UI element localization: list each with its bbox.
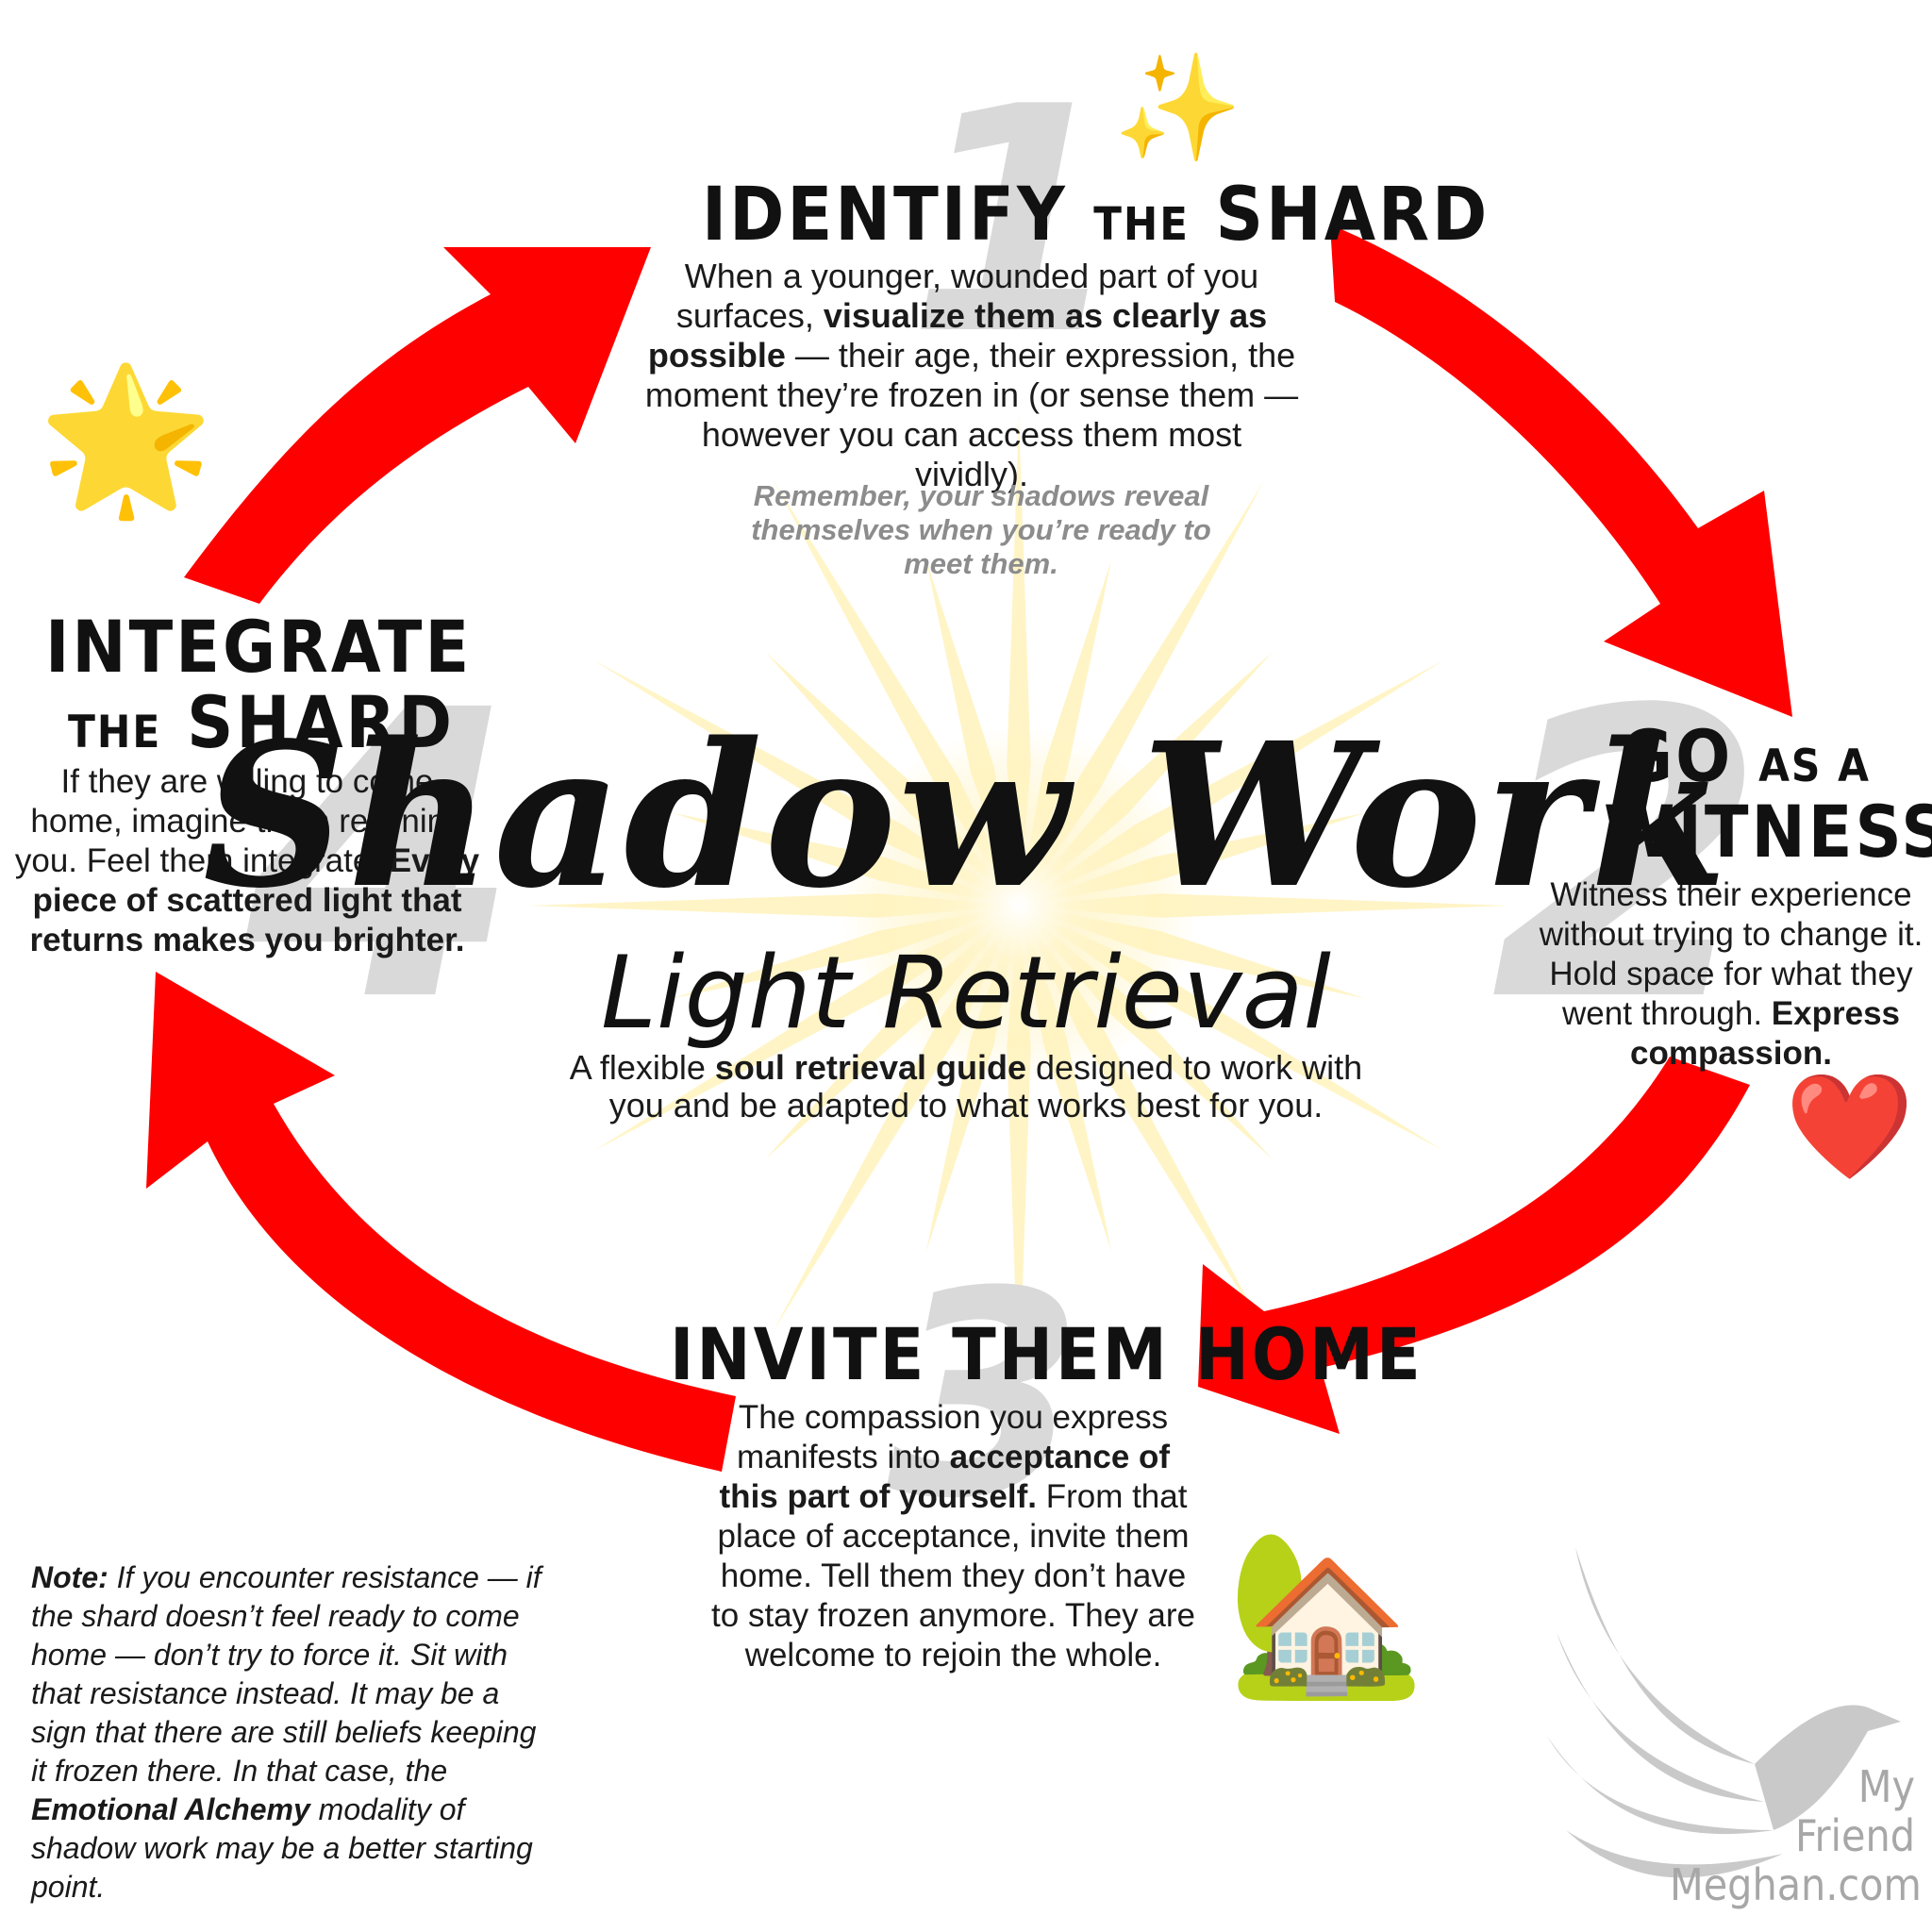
step-4-title: INTEGRATE THE SHARD <box>45 609 472 760</box>
remember-bold: ready <box>1097 513 1175 546</box>
step-1-title-a: IDENTIFY <box>702 173 1068 258</box>
step-4-text: If they are willing to come home, imagin… <box>11 762 483 960</box>
arrow-witness-to-invite <box>1198 1057 1750 1434</box>
step-1-title-small: THE <box>1093 198 1191 251</box>
house-icon: 🏡 <box>1226 1524 1426 1703</box>
step-4-text-bold: Every piece of scattered light that retu… <box>29 842 480 958</box>
step-2-title-a: GO <box>1620 714 1734 798</box>
step-2-title-b: WITNESS <box>1604 789 1932 874</box>
remember-note: Remember, your shadows reveal themselves… <box>736 479 1226 581</box>
brand-line-3: Meghan.com <box>1670 1859 1922 1910</box>
step-1-text-bold: visualize them as clearly as possible <box>647 296 1268 375</box>
step-4-text-1: If they are willing to come home, imagin… <box>14 763 464 879</box>
step-1-text: When a younger, wounded part of you surf… <box>641 257 1302 494</box>
resistance-note: Note: If you encounter resistance — if t… <box>31 1558 559 1907</box>
step-2-text-bold: Express compassion. <box>1630 995 1901 1072</box>
step-3-title: INVITE THEM HOME <box>670 1312 1424 1396</box>
description-bold: soul retrieval guide <box>714 1048 1026 1087</box>
step-4-number: 4 <box>245 627 522 1089</box>
step-4-title-a: INTEGRATE <box>45 605 473 689</box>
step-1-text-1: When a younger, wounded part of you surf… <box>675 257 1259 335</box>
step-1-number: 1 <box>908 41 1124 403</box>
step-2-title: GO AS A WITNESS <box>1604 719 1932 874</box>
page-title: Shadow Work <box>202 699 1730 932</box>
page-subtitle: Light Retrieval <box>600 935 1332 1051</box>
brand-text: My Friend Meghan.com <box>1670 1761 1922 1910</box>
step-3-text: The compassion you express manifests int… <box>706 1398 1201 1675</box>
note-text-2: modality of shadow work may be a better … <box>31 1792 533 1904</box>
brand-line-1: My <box>1857 1761 1915 1812</box>
star-icon: 🌟 <box>38 359 214 518</box>
step-1-text-2: — their age, their expression, the momen… <box>644 336 1299 493</box>
sun-core <box>840 726 1198 1085</box>
page-description: A flexible soul retrieval guide designed… <box>541 1049 1391 1124</box>
step-2-number: 2 <box>1491 627 1767 1089</box>
step-2-text-1: Witness their experience without trying … <box>1539 876 1924 1032</box>
note-label: Note: <box>31 1560 108 1594</box>
sparkles-icon: ✨ <box>1113 50 1242 166</box>
step-3-text-2: From that place of acceptance, invite th… <box>711 1478 1195 1674</box>
step-3-text-1: The compassion you express manifests int… <box>736 1399 1169 1475</box>
step-4-title-small: THE <box>68 706 162 758</box>
arrow-invite-to-integrate <box>146 972 736 1472</box>
step-4-title-b: SHARD <box>187 679 455 764</box>
heart-icon: ❤️ <box>1785 1069 1914 1185</box>
arrow-identify-to-witness <box>1330 225 1792 717</box>
step-2-text: Witness their experience without trying … <box>1538 875 1924 1074</box>
description-text-2: designed to work with you and be adapted… <box>608 1048 1363 1124</box>
step-3-number: 3 <box>887 1231 1084 1560</box>
step-3-text-bold: acceptance of this part of yourself. <box>719 1439 1171 1515</box>
bird-logo-icon <box>1547 1547 1901 1878</box>
brand-line-2: Friend <box>1795 1810 1915 1861</box>
step-1-title: IDENTIFY THE SHARD <box>702 176 1490 255</box>
note-text-1: If you encounter resistance — if the sha… <box>31 1560 541 1788</box>
remember-text-2: to meet them. <box>904 513 1211 580</box>
remember-text-1: Remember, your shadows reveal themselves… <box>751 479 1209 546</box>
step-1-title-b: SHARD <box>1215 173 1491 258</box>
note-bold: Emotional Alchemy <box>31 1792 310 1826</box>
description-text-1: A flexible <box>569 1048 715 1087</box>
arrow-integrate-to-identify <box>184 247 651 604</box>
step-2-title-small: AS A <box>1758 741 1871 792</box>
